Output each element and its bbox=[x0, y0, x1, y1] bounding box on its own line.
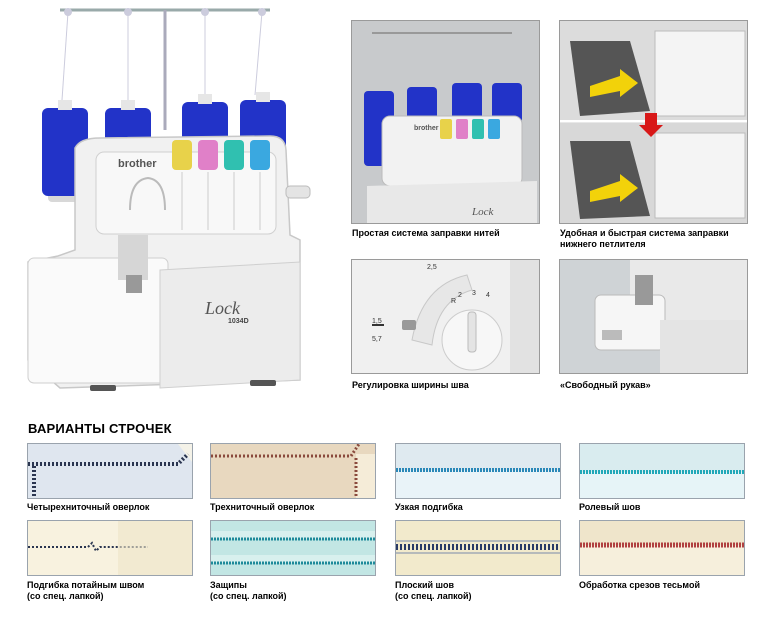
brand-logo: brother bbox=[118, 158, 157, 170]
stitch-swatch-tucks bbox=[210, 520, 376, 576]
stitch-swatch-narrow-hem bbox=[395, 443, 561, 499]
feature-photo-looper bbox=[559, 20, 748, 224]
stitch-swatch-blind-hem bbox=[27, 520, 193, 576]
caption-stitch: Обработка срезов тесьмой bbox=[579, 580, 701, 590]
caption-free-arm: «Свободный рукав» bbox=[560, 380, 651, 390]
model-script-logo: Lock bbox=[205, 298, 240, 318]
caption-stitch: Узкая подгибка bbox=[395, 502, 463, 512]
stitch-swatch-tape-binding bbox=[579, 520, 745, 576]
stitch-swatch-3-thread bbox=[210, 443, 376, 499]
stitch-swatch-4-thread bbox=[27, 443, 193, 499]
feature-photo-seam-width: 2,5 R 2 3 4 5,7 1,5 bbox=[351, 259, 540, 374]
serger-illustration bbox=[27, 8, 311, 391]
caption-stitch: Трехниточный оверлок bbox=[210, 502, 315, 512]
model-script-logo: Lock bbox=[472, 206, 494, 218]
dial-label: 1,5 bbox=[372, 318, 382, 325]
caption-stitch: Ролевый шов bbox=[579, 502, 641, 512]
dial-label: R bbox=[451, 298, 457, 305]
caption-stitch: Подгибка потайным швом (со спец. лапкой) bbox=[27, 580, 145, 601]
caption-seam-width: Регулировка ширины шва bbox=[352, 380, 469, 390]
dial-label: 4 bbox=[486, 292, 490, 299]
stitch-swatch-rolled bbox=[579, 443, 745, 499]
caption-stitch: Четырехниточный оверлок bbox=[27, 502, 150, 512]
dial-label: 2 bbox=[458, 292, 462, 299]
dial-label: 2,5 bbox=[427, 264, 437, 271]
caption-stitch: Плоский шов (со спец. лапкой) bbox=[395, 580, 472, 601]
caption-looper: Удобная и быстрая система заправки нижне… bbox=[560, 228, 729, 249]
feature-photo-free-arm bbox=[559, 259, 748, 374]
feature-photo-threading: brother Lock bbox=[351, 20, 540, 224]
model-number: 1034D bbox=[228, 318, 249, 325]
main-product-photo: brother Lock 1034D bbox=[0, 0, 345, 400]
section-title: ВАРИАНТЫ СТРОЧЕК bbox=[28, 421, 172, 436]
stitch-swatch-flatlock bbox=[395, 520, 561, 576]
caption-stitch: Защипы (со спец. лапкой) bbox=[210, 580, 287, 601]
dial-label: 5,7 bbox=[372, 336, 382, 343]
caption-threading: Простая система заправки нитей bbox=[352, 228, 500, 238]
dial-label: 3 bbox=[472, 290, 476, 297]
brand-logo: brother bbox=[414, 125, 439, 132]
